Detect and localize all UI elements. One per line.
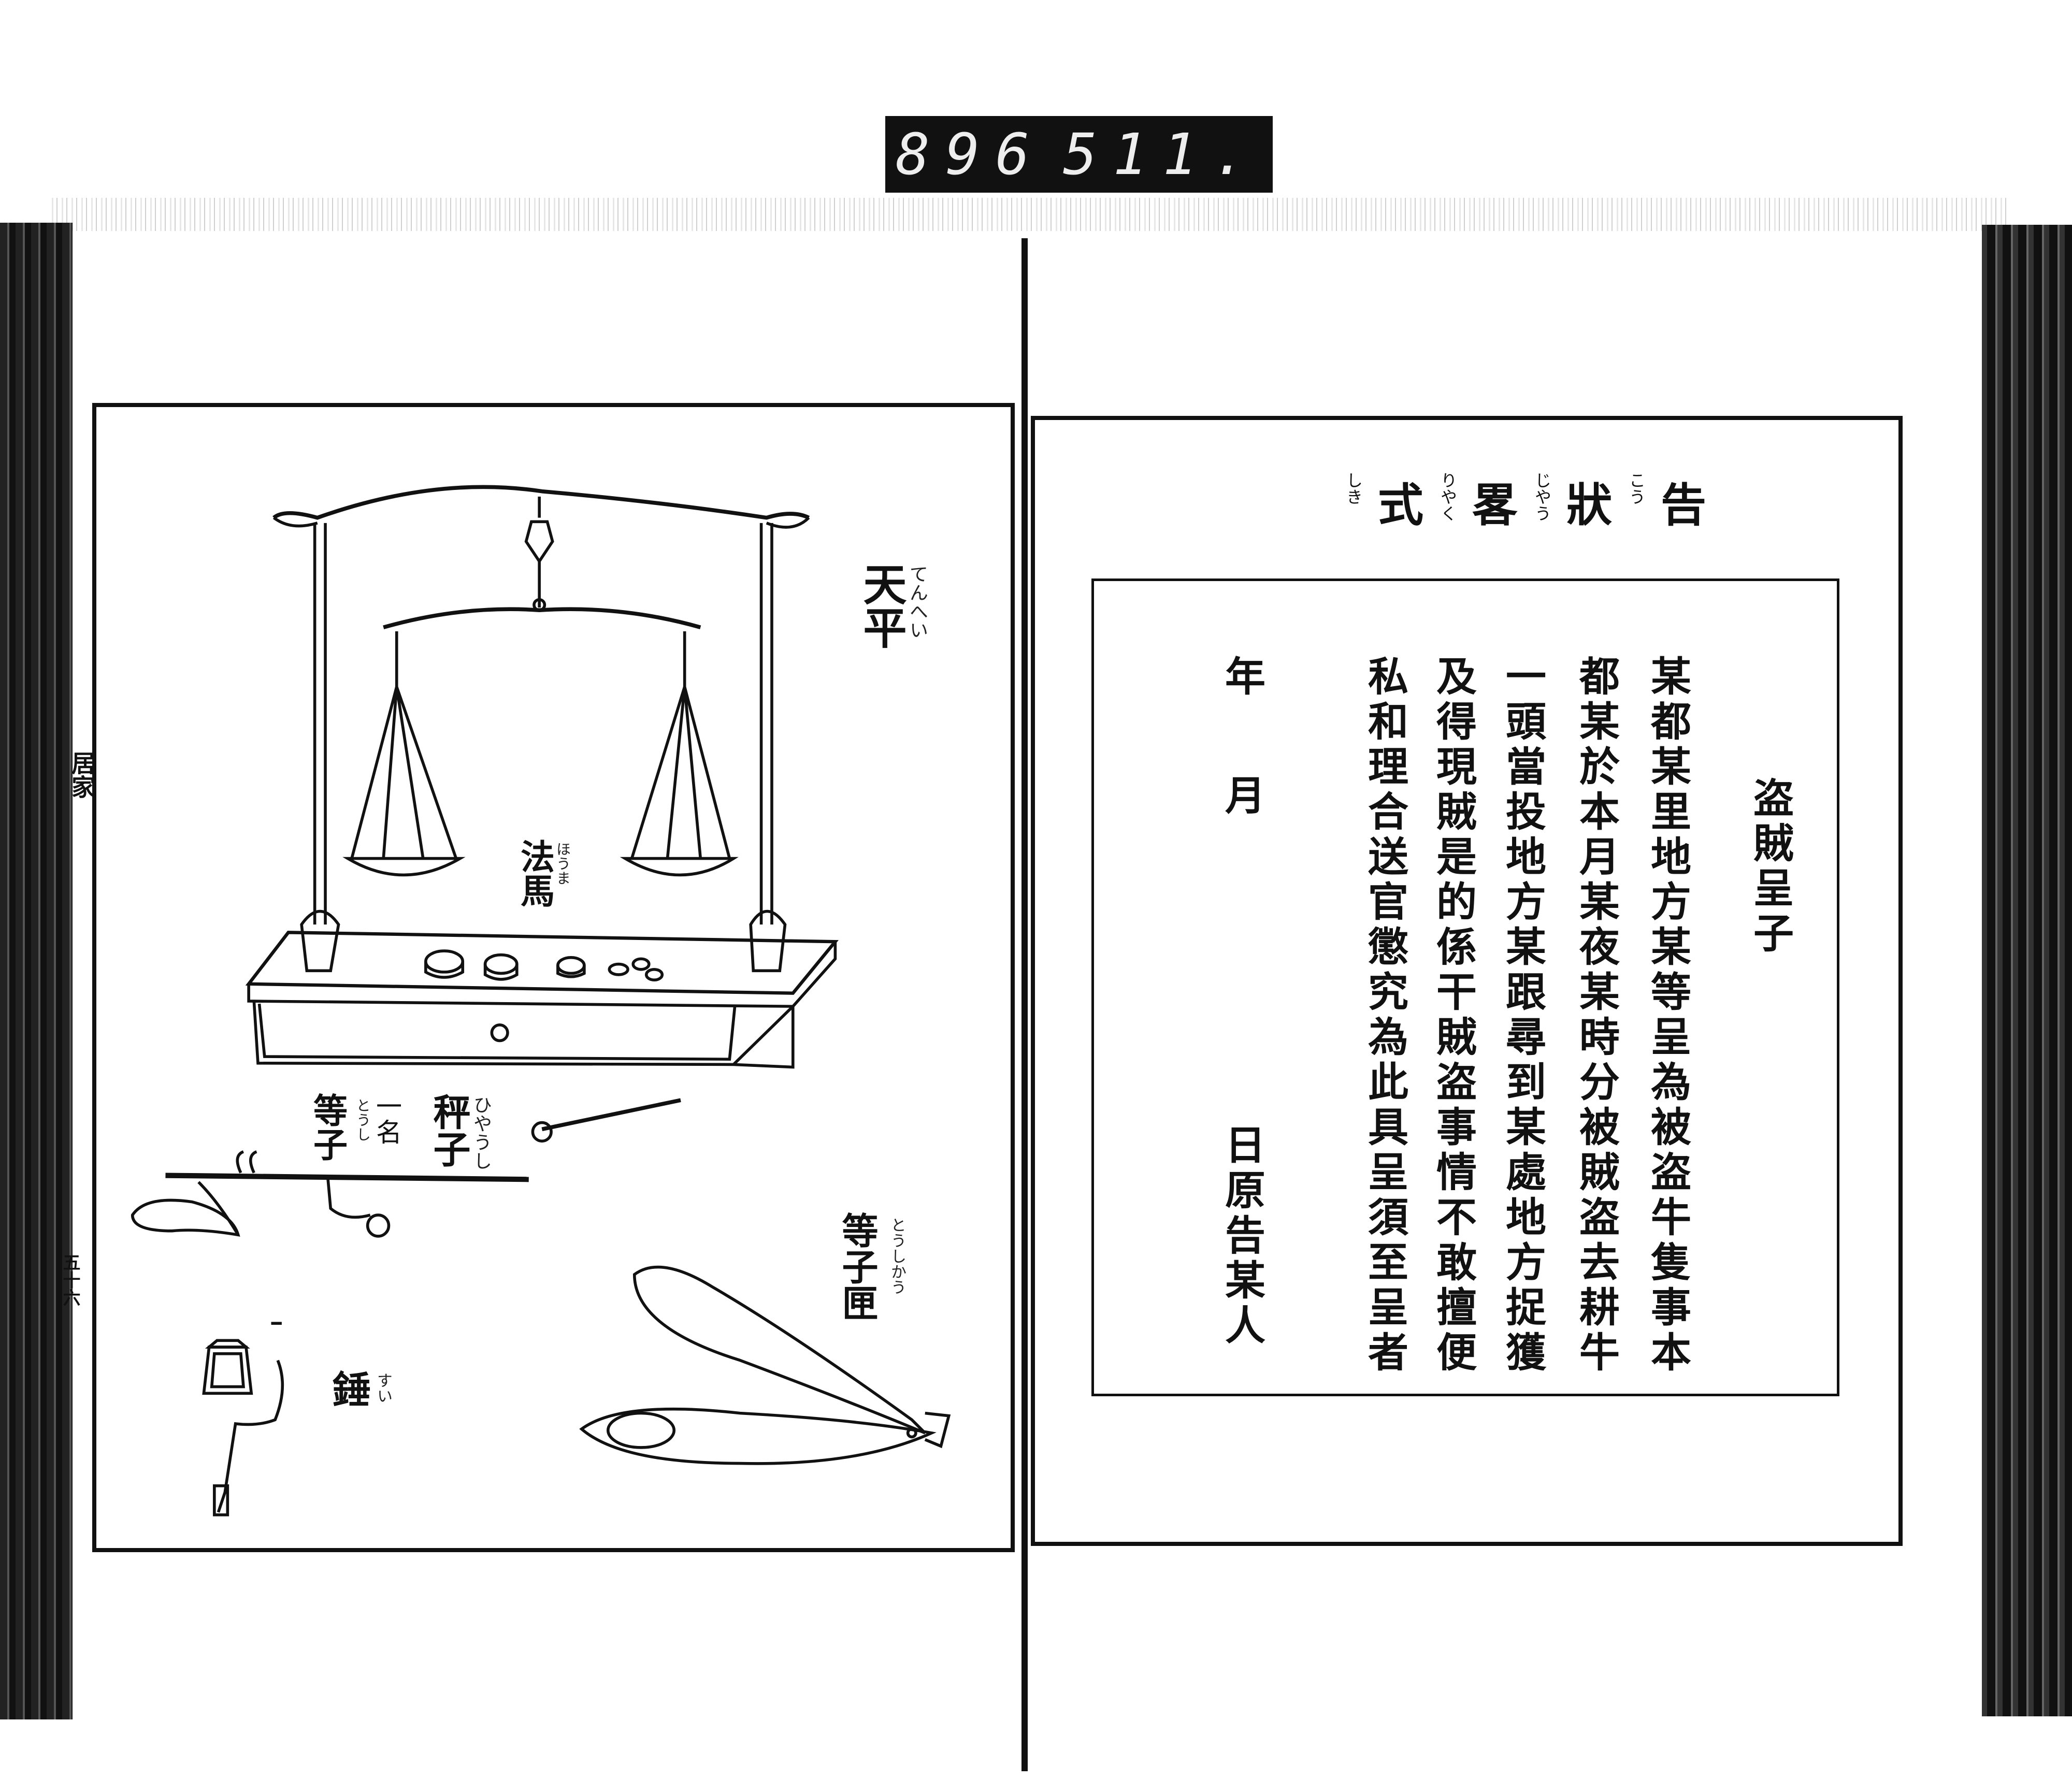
left-book-edge	[0, 223, 73, 1719]
title-char: 式	[1378, 478, 1424, 532]
ruby-sui: すい	[374, 1372, 392, 1404]
body-column-1: 某都某里地方某等呈為被盗牛隻事本	[1644, 655, 1691, 1376]
title-char: 告	[1661, 478, 1707, 532]
label-toushi-kou: 等子匣	[836, 1212, 879, 1321]
body-column-2: 都某於本月某夜某時分被賊盗去耕牛	[1573, 655, 1620, 1376]
title-char: 狀	[1566, 478, 1613, 532]
catalog-number-left: 896	[896, 121, 1045, 187]
weight-drawing	[202, 1322, 284, 1516]
title-ruby: こう	[1627, 472, 1647, 505]
ruby-tenpei: てんへい	[906, 565, 928, 639]
steelyard-drawing	[131, 1098, 681, 1238]
ruby-houma: ほうま	[554, 842, 571, 885]
date-month: 月	[1218, 774, 1265, 819]
steelyard-case-drawing	[579, 1265, 951, 1465]
ruby-hyoushi: ひやうし	[470, 1095, 492, 1170]
balance-scale-drawing	[245, 485, 839, 1069]
label-tenpei: 天平	[856, 562, 908, 649]
margin-page-number: 五十六	[60, 1253, 80, 1306]
right-page-frame	[1031, 416, 1903, 1546]
title-ruby: りやく	[1438, 472, 1458, 522]
body-column-3: 一頭當投地方某跟尋到某處地方捉獲	[1499, 655, 1546, 1376]
title-ruby: しき	[1344, 472, 1363, 505]
label-houma: 法馬	[515, 839, 555, 907]
ruby-toushi: とうし	[354, 1098, 371, 1141]
body-column-5: 私和理合送官懲究為此具呈須至呈者	[1361, 655, 1408, 1376]
label-hyoushi: 秤子	[427, 1093, 471, 1167]
signature-line: 日原告某人	[1218, 1124, 1265, 1349]
catalog-number-right: 511.	[1063, 121, 1262, 187]
title-ruby: じやう	[1532, 472, 1552, 522]
right-book-edge	[1982, 225, 2072, 1716]
label-sui: 錘	[326, 1370, 370, 1408]
label-toushi: 等子	[308, 1093, 348, 1161]
page-title: 告こう 狀じやう 畧りやく 式しき	[1342, 469, 1706, 534]
title-char: 畧	[1472, 478, 1518, 532]
ruby-toushi-kou: とうしかう	[888, 1217, 906, 1295]
scan-noise-band	[52, 198, 2010, 231]
catalog-label: 896 511.	[885, 116, 1273, 193]
date-year: 年	[1218, 655, 1265, 700]
form-heading: 盗賊呈子	[1747, 777, 1794, 957]
body-column-4: 及得現賊是的係干賊盗事情不敢擅便	[1430, 655, 1477, 1376]
margin-section-title: 居家	[68, 751, 96, 799]
label-alias: 一名	[372, 1093, 402, 1145]
document-form-box	[1091, 578, 1839, 1396]
book-spine	[1021, 238, 1028, 1771]
left-page-frame	[92, 403, 1015, 1552]
